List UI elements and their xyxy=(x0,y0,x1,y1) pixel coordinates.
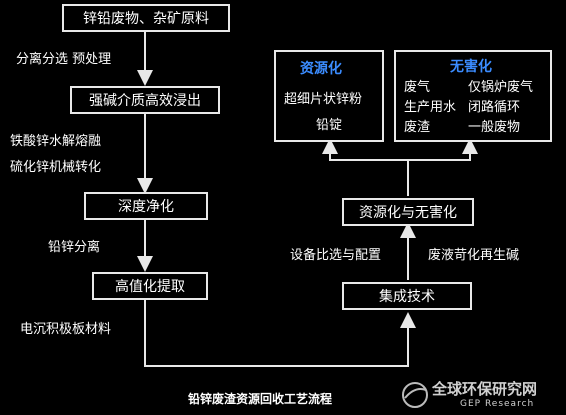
label-alkali-regen: 废液苛化再生碱 xyxy=(428,248,520,263)
label-hydrolysis: 铁酸锌水解熔融 xyxy=(10,134,102,149)
arrow-4 xyxy=(144,300,416,367)
harmless-row-2-val: 闭路循环 xyxy=(468,100,521,115)
watermark-sub: GEP Research xyxy=(460,399,535,409)
box-integrated-tech: 集成技术 xyxy=(342,282,472,310)
box-purification: 深度净化 xyxy=(84,192,208,220)
resource-item-zinc-powder: 超细片状锌粉 xyxy=(284,92,363,107)
label-electrodeposition: 电沉积极板材料 xyxy=(20,322,112,337)
harmless-row-1-val: 仅锅炉废气 xyxy=(468,80,534,95)
arrow-7 xyxy=(408,138,478,161)
panel-harmless-title: 无害化 xyxy=(450,59,492,75)
box-leaching: 强碱介质高效浸出 xyxy=(70,86,220,114)
label-pb-zn-separation: 铅锌分离 xyxy=(48,240,101,255)
harmless-row-2-key: 生产用水 xyxy=(404,100,457,115)
figure-caption: 铅锌废渣资源回收工艺流程 xyxy=(188,392,333,406)
watermark-name: 全球环保研究网 xyxy=(432,380,538,398)
box-raw-material: 锌铅废物、杂矿原料 xyxy=(62,4,230,32)
panel-harmless: 无害化 废气 仅锅炉废气 生产用水 闭路循环 废渣 一般废物 xyxy=(394,50,552,142)
resource-item-lead-ingot: 铅锭 xyxy=(316,118,343,133)
harmless-row-3-key: 废渣 xyxy=(404,120,431,135)
panel-resource-title: 资源化 xyxy=(300,61,342,77)
watermark: 全球环保研究网 GEP Research xyxy=(400,376,564,414)
label-equipment: 设备比选与配置 xyxy=(290,248,382,263)
box-extraction: 高值化提取 xyxy=(92,272,208,300)
harmless-row-1-key: 废气 xyxy=(404,80,431,95)
label-separation: 分离分选 预处理 xyxy=(16,52,112,67)
arrow-6 xyxy=(322,138,409,196)
box-resource-harmless: 资源化与无害化 xyxy=(342,198,474,226)
globe-logo-icon xyxy=(402,382,428,408)
label-mech-conversion: 硫化锌机械转化 xyxy=(10,160,102,175)
panel-resource: 资源化 超细片状锌粉 铅锭 xyxy=(274,50,384,142)
harmless-row-3-val: 一般废物 xyxy=(468,120,521,135)
